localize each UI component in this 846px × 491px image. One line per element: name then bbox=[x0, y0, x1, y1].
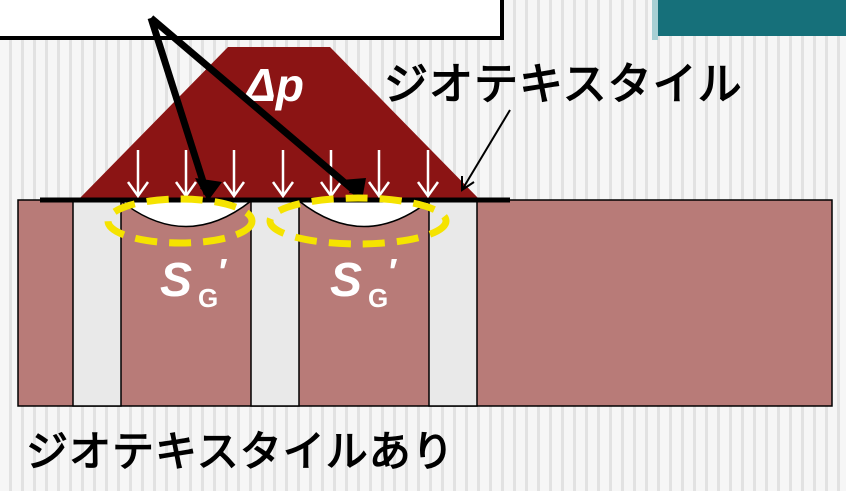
load-arrow bbox=[222, 150, 246, 199]
depression-left bbox=[118, 200, 254, 228]
svg-text:S: S bbox=[330, 254, 362, 307]
ground-layer bbox=[17, 199, 833, 407]
load-arrow bbox=[367, 150, 391, 199]
highlight-ellipse-left bbox=[104, 195, 256, 247]
svg-text:′: ′ bbox=[389, 251, 398, 292]
highlight-ellipse-right bbox=[266, 194, 450, 248]
geotextile-pointer-head bbox=[461, 176, 475, 192]
svg-text:′: ′ bbox=[219, 251, 228, 292]
callout-arrowhead-right bbox=[341, 178, 366, 200]
diagram-caption: ジオテキスタイルあり bbox=[26, 427, 455, 476]
column-2 bbox=[250, 199, 300, 407]
callout-arrow-left bbox=[147, 16, 211, 196]
column-1 bbox=[72, 199, 122, 407]
svg-text:S: S bbox=[160, 254, 192, 307]
settlement-label-left: S G ′ bbox=[160, 251, 228, 313]
teal-block bbox=[658, 0, 846, 36]
callout-box bbox=[0, 0, 504, 40]
callout-arrowhead-left bbox=[195, 178, 222, 201]
load-arrow bbox=[126, 150, 150, 199]
svg-text:G: G bbox=[368, 283, 388, 313]
callout-arrow-right bbox=[148, 15, 361, 197]
load-arrow bbox=[416, 150, 440, 199]
settlement-label-right: S G ′ bbox=[330, 251, 398, 313]
geotextile-pointer bbox=[461, 109, 511, 191]
teal-block-edge bbox=[652, 0, 658, 40]
load-arrow bbox=[271, 150, 295, 199]
geotextile-label: ジオテキスタイル bbox=[384, 59, 743, 110]
svg-text:G: G bbox=[198, 283, 218, 313]
